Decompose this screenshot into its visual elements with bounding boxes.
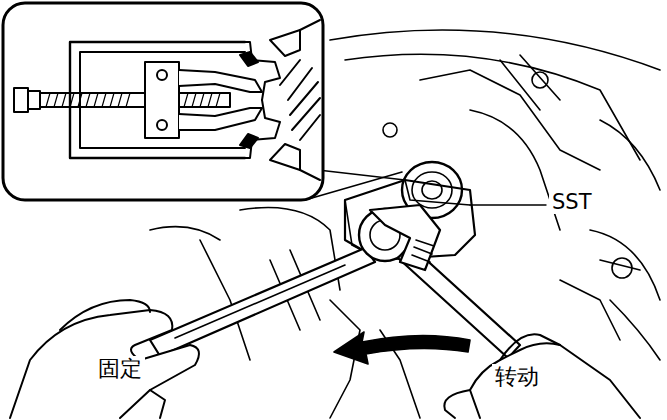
action-label: 转动 xyxy=(492,364,542,389)
action-label: 固定 xyxy=(95,356,145,381)
tool-label: SST xyxy=(549,190,595,214)
